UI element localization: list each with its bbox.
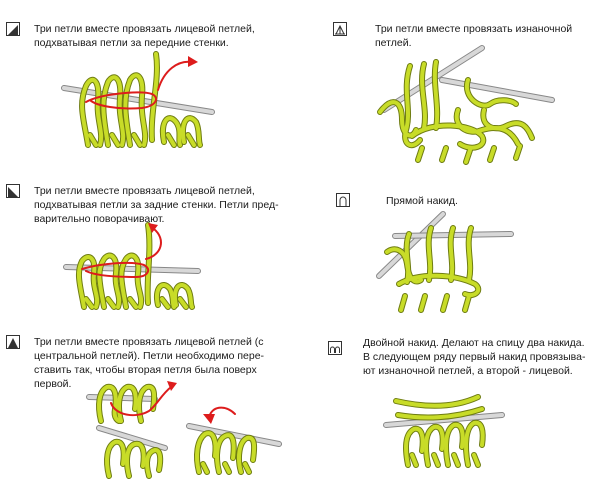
caption-double-yarn-over: Двойной накид. Делают на спицу два накид… <box>363 337 586 377</box>
caption-yarn-over: Прямой накид. <box>386 195 458 207</box>
yarn-over-symbol-icon <box>336 193 350 207</box>
central-decrease-illustration-top <box>86 381 177 424</box>
central-decrease-illustration-bottom <box>96 425 168 479</box>
central-decrease-illustration-swap <box>186 406 282 475</box>
p3tog-illustration <box>377 45 555 165</box>
k3tog-front-illustration <box>61 51 215 148</box>
caption-k3tog-back: Три петли вместе провязать лицевой петле… <box>34 185 279 225</box>
k3tog-back-symbol-icon <box>6 184 20 198</box>
caption-p3tog: Три петли вместе провязать изнаночной пе… <box>375 23 573 49</box>
yarn-over-illustration <box>376 211 514 313</box>
k3tog-back-illustration <box>63 222 201 310</box>
double-yarn-over-symbol-icon <box>328 341 342 355</box>
central-double-decrease-symbol-icon <box>6 335 20 349</box>
caption-k3tog-front: Три петли вместе провязать лицевой петле… <box>34 23 255 49</box>
p3tog-symbol-icon <box>333 22 347 36</box>
k3tog-front-symbol-icon <box>6 22 20 36</box>
double-yarn-over-illustration <box>383 394 505 468</box>
caption-central-double-decrease: Три петли вместе провязать лицевой петле… <box>34 336 265 390</box>
